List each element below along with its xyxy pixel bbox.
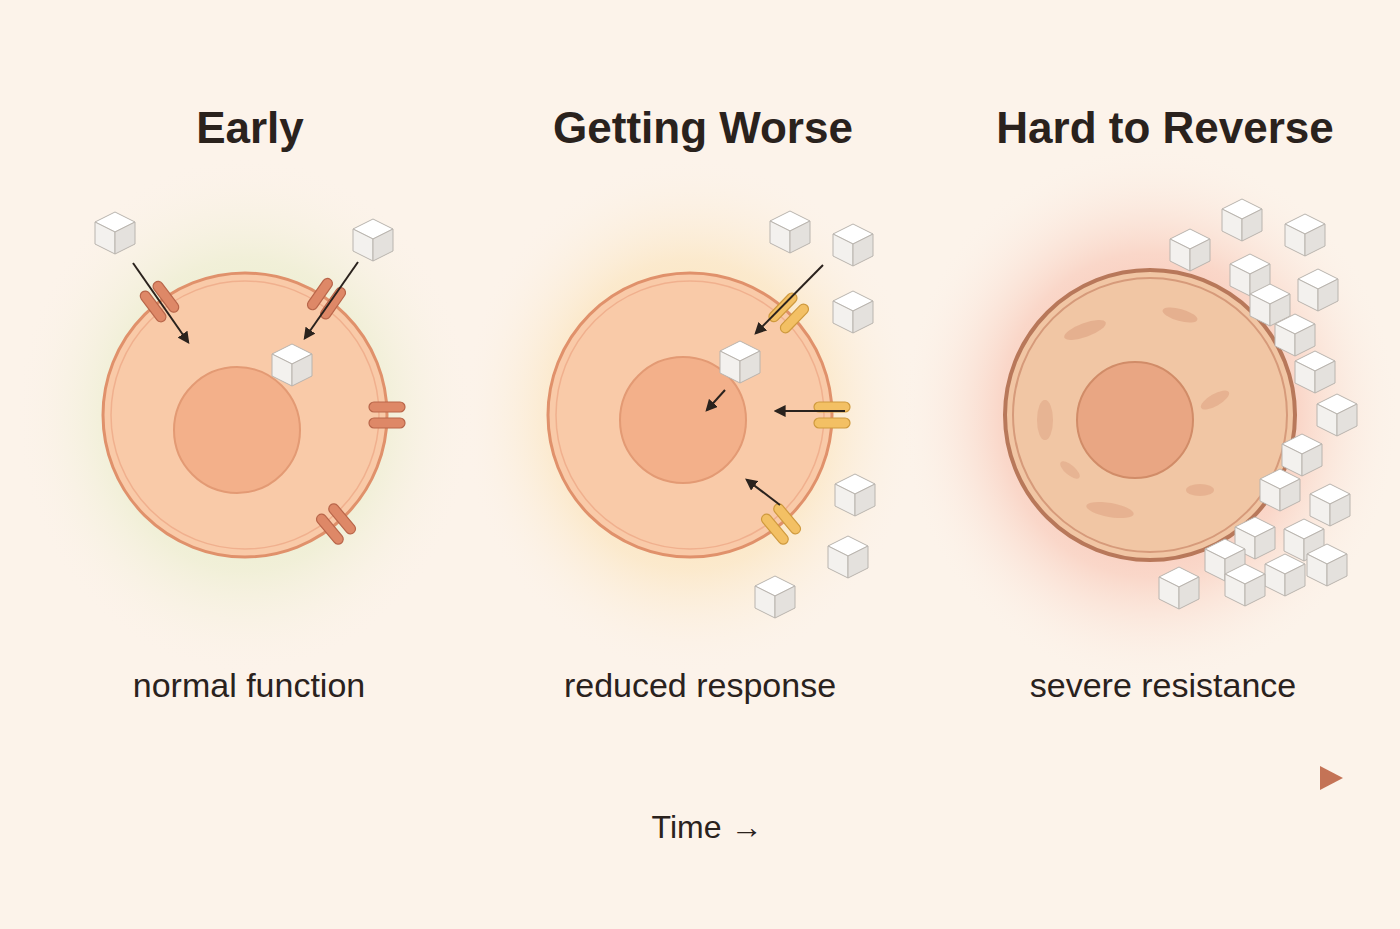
stage-title: Early xyxy=(196,104,304,152)
stage-title: Hard to Reverse xyxy=(996,104,1333,152)
stage-caption: severe resistance xyxy=(1030,667,1296,704)
stage-caption: reduced response xyxy=(564,667,836,704)
struggling-cell xyxy=(548,211,875,618)
stage-title: Getting Worse xyxy=(553,104,853,152)
axis-label: Time → xyxy=(652,810,763,845)
stage-caption: normal function xyxy=(133,667,365,704)
healthy-glow xyxy=(15,155,475,675)
warning-glow xyxy=(460,155,920,675)
time-axis xyxy=(65,766,1343,790)
resistant-cell xyxy=(1005,199,1357,609)
danger-glow xyxy=(900,145,1400,685)
healthy-cell xyxy=(95,212,405,557)
